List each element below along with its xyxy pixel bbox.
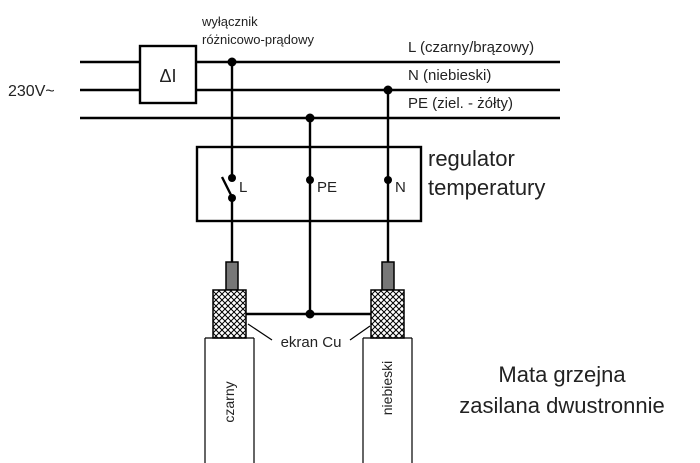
terminal-pe-label: PE [317,179,337,196]
rcd-breaker-box [138,44,198,105]
junction-pe [305,113,315,123]
breaker-label-line2: różnicowo-prądowy [202,32,314,47]
switch-dot-bottom [228,194,236,202]
line-l-label: L (czarny/brązowy) [408,39,534,56]
mat-label-line1: Mata grzejna [498,362,626,387]
shield-braid-left [212,289,247,339]
shield-leader-left [247,323,273,341]
shield-braid-right [370,289,405,339]
regulator-box [195,145,423,223]
cable-jacket-left [204,337,255,463]
switch-dot-top [228,174,236,182]
cable-right-label: niebieski [379,361,395,415]
breaker-label-line1: wyłącznik [201,14,258,29]
shield-label: ekran Cu [281,334,342,351]
heat-shrink-right [381,261,395,291]
mat-label-line2: zasilana dwustronnie [459,393,664,418]
rcd-symbol: ΔI [159,66,176,86]
regulator-label-line2: temperatury [428,175,545,200]
shield-junction [305,309,315,319]
regulator-label-line1: regulator [428,146,515,171]
terminal-n-label: N [395,179,406,196]
line-n-label: N (niebieski) [408,67,491,84]
pe-terminal-dot [306,176,314,184]
line-pe-label: PE (ziel. - żółty) [408,95,513,112]
cable-left-label: czarny [221,381,237,422]
terminal-l-label: L [239,179,247,196]
heat-shrink-left [225,261,239,291]
cable-jacket-right [362,337,413,463]
shield-leader-right [349,325,371,341]
supply-voltage-label: 230V~ [8,83,55,100]
junction-l [227,57,237,67]
junction-n [383,85,393,95]
n-terminal-dot [384,176,392,184]
switch-contact [220,176,234,198]
